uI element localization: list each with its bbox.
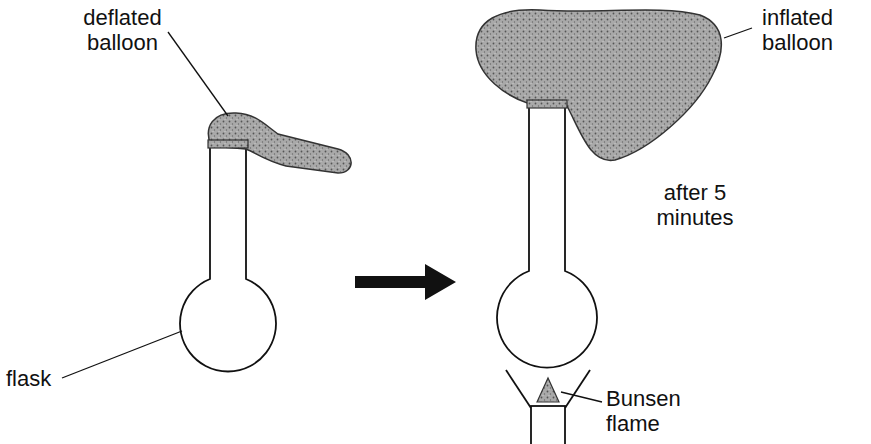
part-label: deflated balloon xyxy=(65,5,180,56)
flask-outline xyxy=(497,104,597,368)
balloon-neck xyxy=(527,100,567,108)
inflated-balloon xyxy=(476,10,721,161)
balloon-neck xyxy=(208,140,248,148)
flask-outline xyxy=(180,142,276,371)
leader-line xyxy=(168,32,228,116)
deflated-balloon xyxy=(208,113,351,173)
process-arrow xyxy=(355,264,456,300)
part-label: after 5 minutes xyxy=(640,180,750,231)
leader-line xyxy=(62,331,182,378)
part-label: flask xyxy=(6,366,66,391)
part-label: inflated balloon xyxy=(735,5,860,56)
leader-line xyxy=(561,392,602,402)
leader-line xyxy=(724,28,752,38)
burner-tube xyxy=(531,406,565,444)
bunsen-flame xyxy=(537,378,559,402)
part-label: Bunsen flame xyxy=(606,386,701,437)
burner-support xyxy=(565,370,590,408)
burner-support xyxy=(506,370,531,408)
